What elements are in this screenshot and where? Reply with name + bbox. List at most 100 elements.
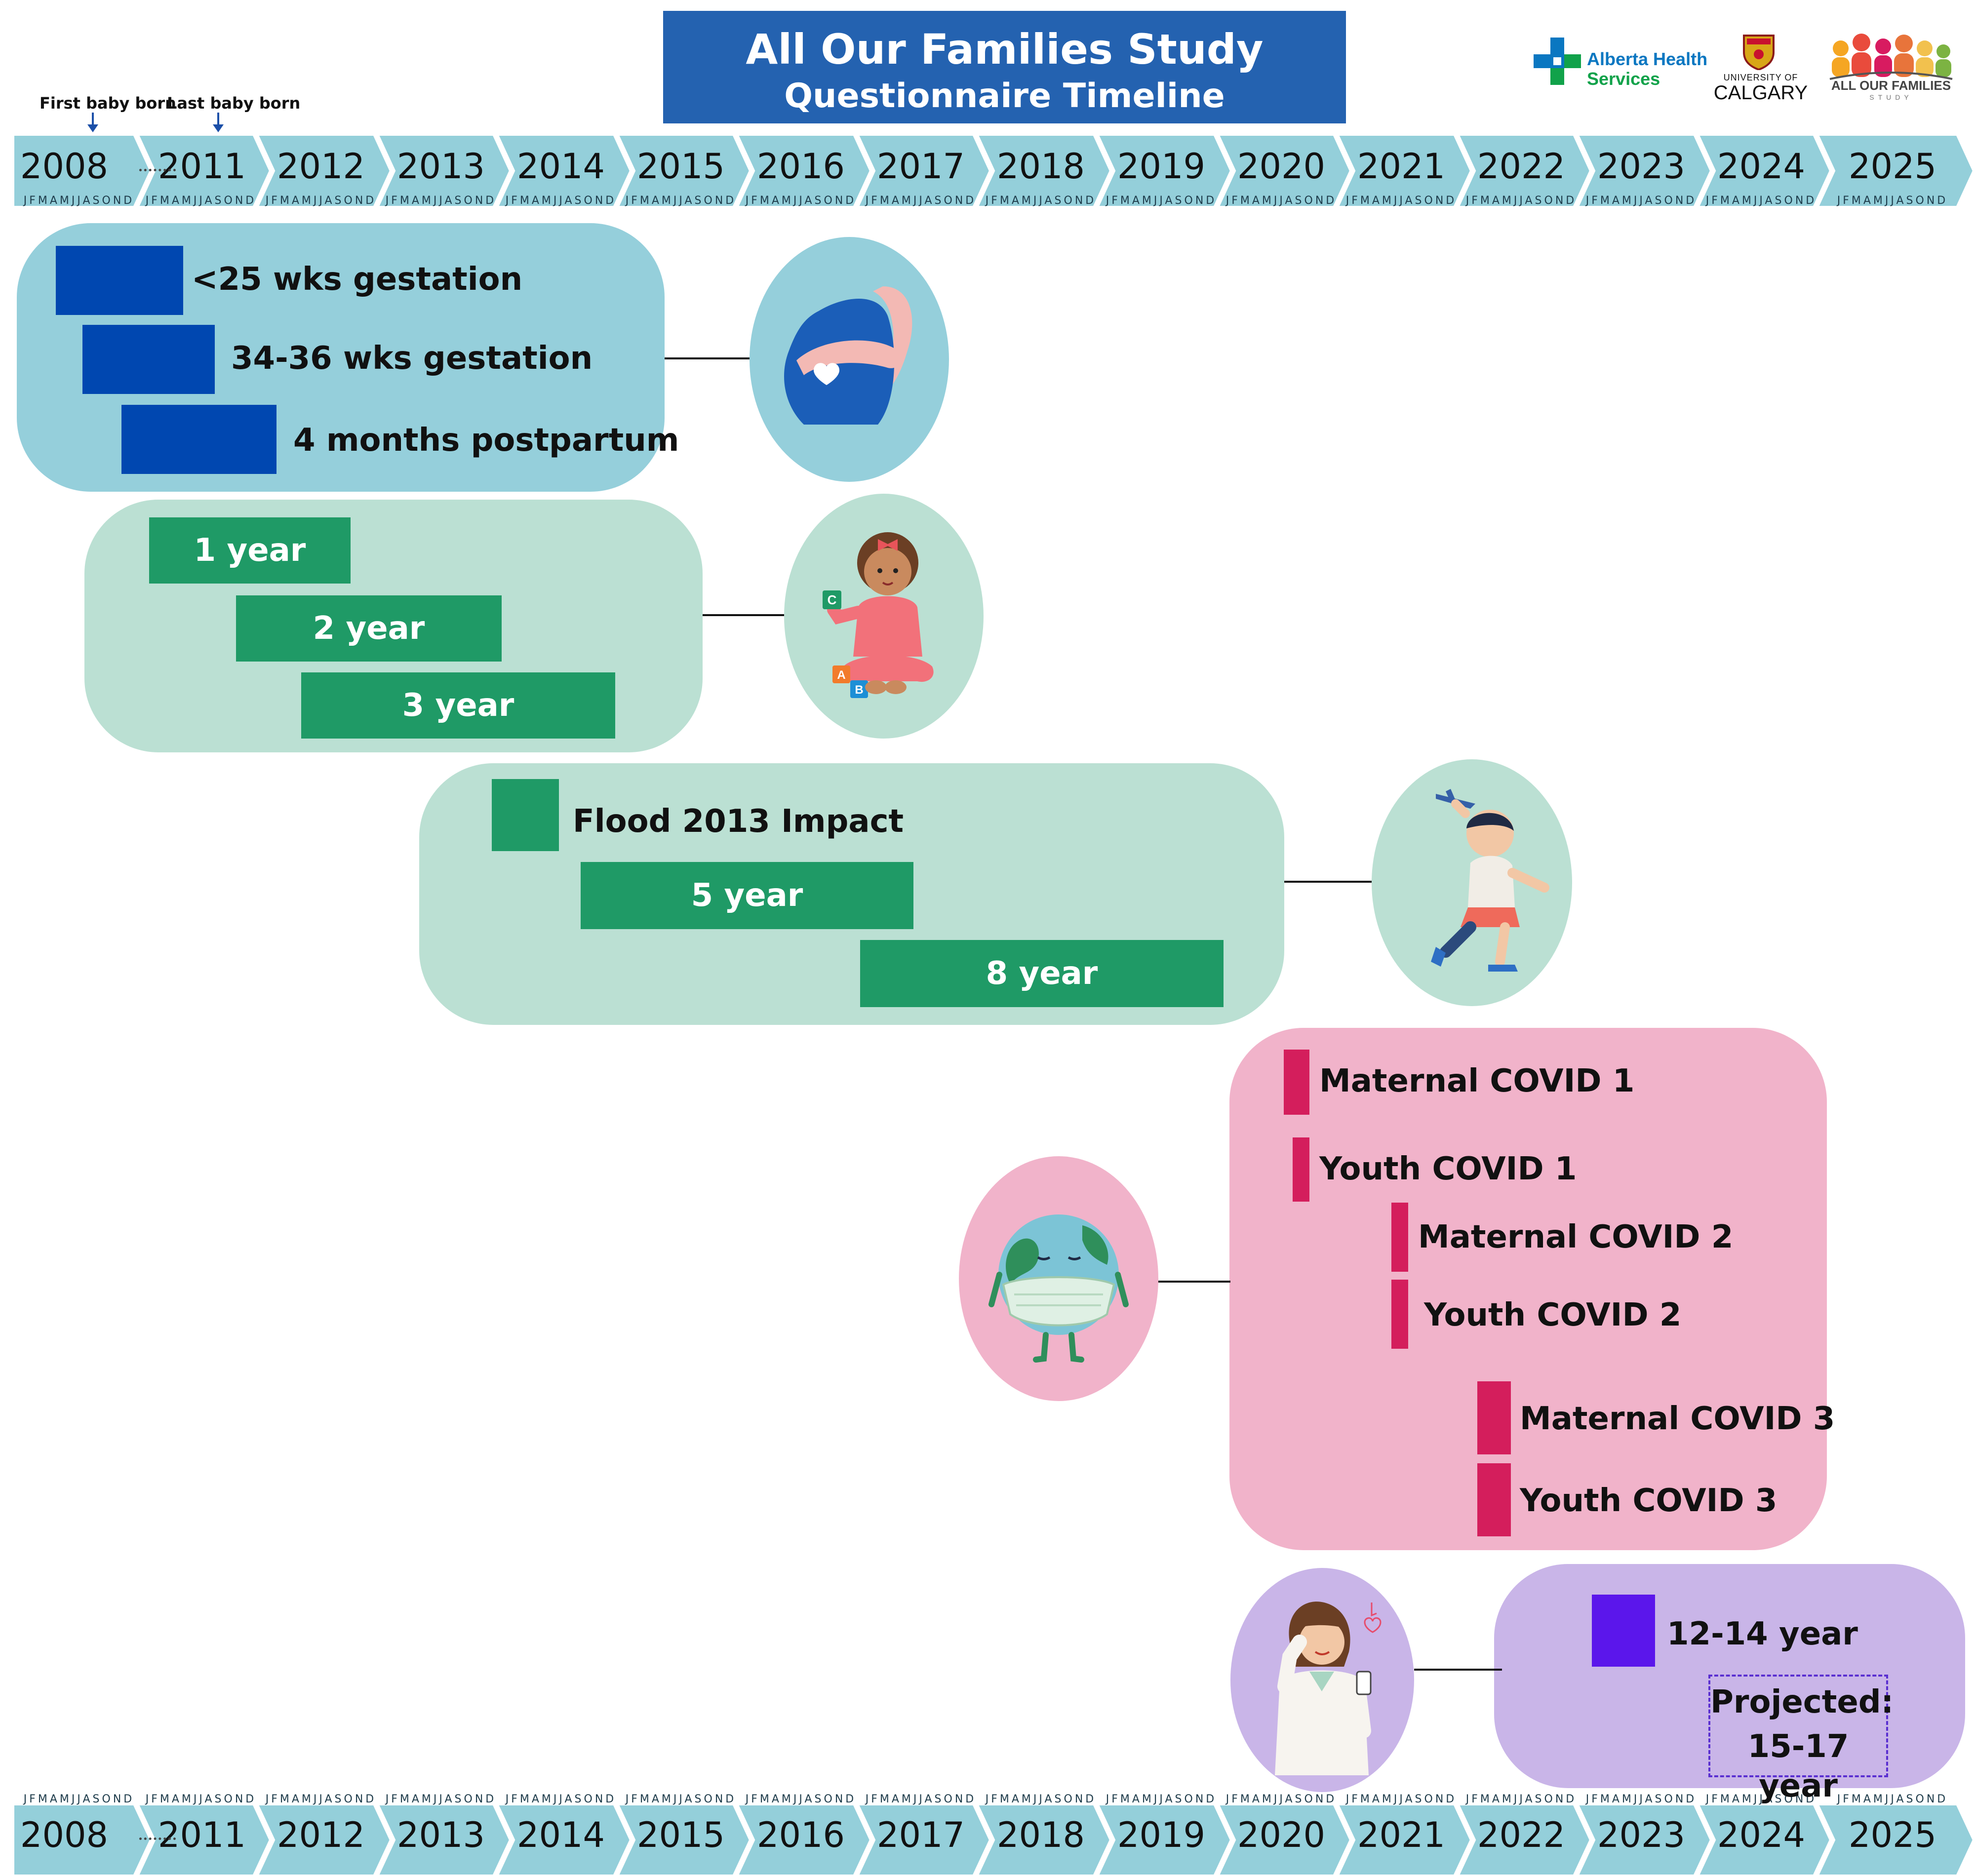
bottom-year-label-2017: 2017 [876,1815,965,1855]
top-chevron-2025 [1815,133,1975,209]
top-month-initials-2019: JFMAMJJASOND [1106,195,1217,207]
aof-logo-small: STUDY [1869,93,1913,101]
bottom-month-initials-2008: JFMAMJJASOND [23,1793,135,1805]
postpartum-4-months-bar [121,405,276,474]
adolescence-circle [1230,1568,1414,1792]
early-childhood-circle: C A B [784,494,984,739]
top-chevron-2017 [855,133,992,209]
bottom-chevron-2019 [1095,1802,1233,1876]
top-chevron-2018 [974,133,1113,209]
bottom-year-label-2011: 2011 [158,1815,246,1855]
ahs-logo-line-1: Alberta Health [1587,49,1708,69]
bottom-year-label-2023: 2023 [1597,1815,1686,1855]
bottom-chevron-2008 [11,1802,153,1876]
bottom-month-initials-2016: JFMAMJJASOND [745,1793,857,1805]
adolescence-connector [1414,1669,1502,1671]
year-3-bar: 3 year [301,672,615,739]
top-year-label-2017: 2017 [876,146,965,187]
bottom-chevron-2020 [1215,1802,1353,1876]
bottom-year-label-2015: 2015 [636,1815,725,1855]
bottom-year-label-2016: 2016 [756,1815,845,1855]
top-month-initials-2017: JFMAMJJASOND [865,195,977,207]
bottom-year-label-2008: 2008 [20,1815,109,1855]
bottom-month-initials-2014: JFMAMJJASOND [505,1793,617,1805]
year-8-bar: 8 year [860,940,1224,1007]
bottom-month-initials-2019: JFMAMJJASOND [1106,1793,1217,1805]
top-chevron-2016 [734,133,873,209]
last-baby-arrow-icon [213,113,224,132]
gestation-25-label: <25 wks gestation [192,261,523,298]
top-year-label-2019: 2019 [1117,146,1206,187]
childhood-circle [1372,759,1572,1006]
year-12-14-bar [1592,1595,1655,1667]
bottom-month-initials-2020: JFMAMJJASOND [1225,1793,1337,1805]
top-chevron-2022 [1455,133,1593,209]
year-1-bar: 1 year [149,517,351,584]
top-year-label-2025: 2025 [1848,146,1937,187]
bottom-month-initials-2022: JFMAMJJASOND [1465,1793,1577,1805]
top-year-label-2023: 2023 [1597,146,1686,187]
year-8-label: 8 year [986,955,1098,992]
svg-text:B: B [855,683,863,697]
top-month-initials-2012: JFMAMJJASOND [265,195,377,207]
year-ribbon-top-arrows [11,133,1975,209]
first-baby-born-label: First baby born [40,94,176,113]
university-of-calgary-logo-text: UNIVERSITY OF CALGARY [1711,72,1810,103]
childhood-connector [1284,881,1372,883]
youth-covid-1-bar [1293,1137,1309,1202]
year-1-label: 1 year [194,532,306,569]
bottom-chevron-2015 [615,1802,752,1876]
ahs-logo-text: Alberta Health Services [1587,49,1707,89]
flood-2013-label: Flood 2013 Impact [573,803,904,840]
title-banner: All Our Families Study Questionnaire Tim… [663,11,1346,123]
bottom-chevron-2022 [1455,1802,1593,1876]
gestation-34-36-bar [82,325,215,394]
bottom-month-initials-2015: JFMAMJJASOND [625,1793,737,1805]
bottom-month-initials-2023: JFMAMJJASOND [1585,1793,1697,1805]
bottom-month-initials-2013: JFMAMJJASOND [385,1793,497,1805]
covid-connector [1157,1281,1230,1283]
pregnant-belly-icon [784,286,912,425]
child-airplane-icon [1431,789,1549,972]
top-month-initials-2023: JFMAMJJASOND [1585,195,1697,207]
top-month-initials-2025: JFMAMJJASOND [1837,195,1948,207]
top-year-label-2015: 2015 [636,146,725,187]
bottom-year-label-2022: 2022 [1477,1815,1566,1855]
bottom-year-label-2025: 2025 [1848,1815,1937,1855]
bottom-chevron-2014 [494,1802,633,1876]
pregnancy-connector [665,357,751,359]
covid-panel [1229,1028,1827,1550]
bottom-month-initials-2024: JFMAMJJASOND [1705,1793,1817,1805]
top-month-initials-2013: JFMAMJJASOND [385,195,497,207]
bottom-chevron-2012 [254,1802,393,1876]
top-month-initials-2016: JFMAMJJASOND [745,195,857,207]
top-year-label-2018: 2018 [996,146,1085,187]
covid-circle [959,1156,1158,1401]
top-month-initials-2020: JFMAMJJASOND [1225,195,1337,207]
uc-logo-small: UNIVERSITY OF [1723,73,1798,82]
bottom-month-initials-2012: JFMAMJJASOND [265,1793,377,1805]
all-our-families-logo [1829,34,1953,80]
top-chevron-2014 [494,133,633,209]
top-year-label-2024: 2024 [1717,146,1806,187]
first-baby-arrow-icon [87,113,98,132]
bottom-month-initials-2011: JFMAMJJASOND [145,1793,257,1805]
projected-label-line-2: 15-17 year [1747,1728,1849,1804]
bottom-month-initials-2018: JFMAMJJASOND [985,1793,1097,1805]
bottom-chevron-2021 [1335,1802,1473,1876]
bottom-year-label-2018: 2018 [996,1815,1085,1855]
bottom-chevron-2025 [1815,1802,1975,1876]
projected-label-line-1: Projected: [1710,1684,1894,1720]
youth-covid-1-label: Youth COVID 1 [1319,1151,1577,1187]
bottom-chevron-2011 [135,1802,273,1876]
svg-text:A: A [837,668,845,682]
masked-globe-icon [988,1214,1129,1363]
alberta-health-services-logo [1534,38,1581,85]
year-5-label: 5 year [691,877,803,914]
top-month-initials-2021: JFMAMJJASOND [1345,195,1457,207]
gestation-25-bar [56,246,183,315]
bottom-month-initials-2021: JFMAMJJASOND [1345,1793,1457,1805]
teen-phone-icon [1275,1602,1382,1775]
